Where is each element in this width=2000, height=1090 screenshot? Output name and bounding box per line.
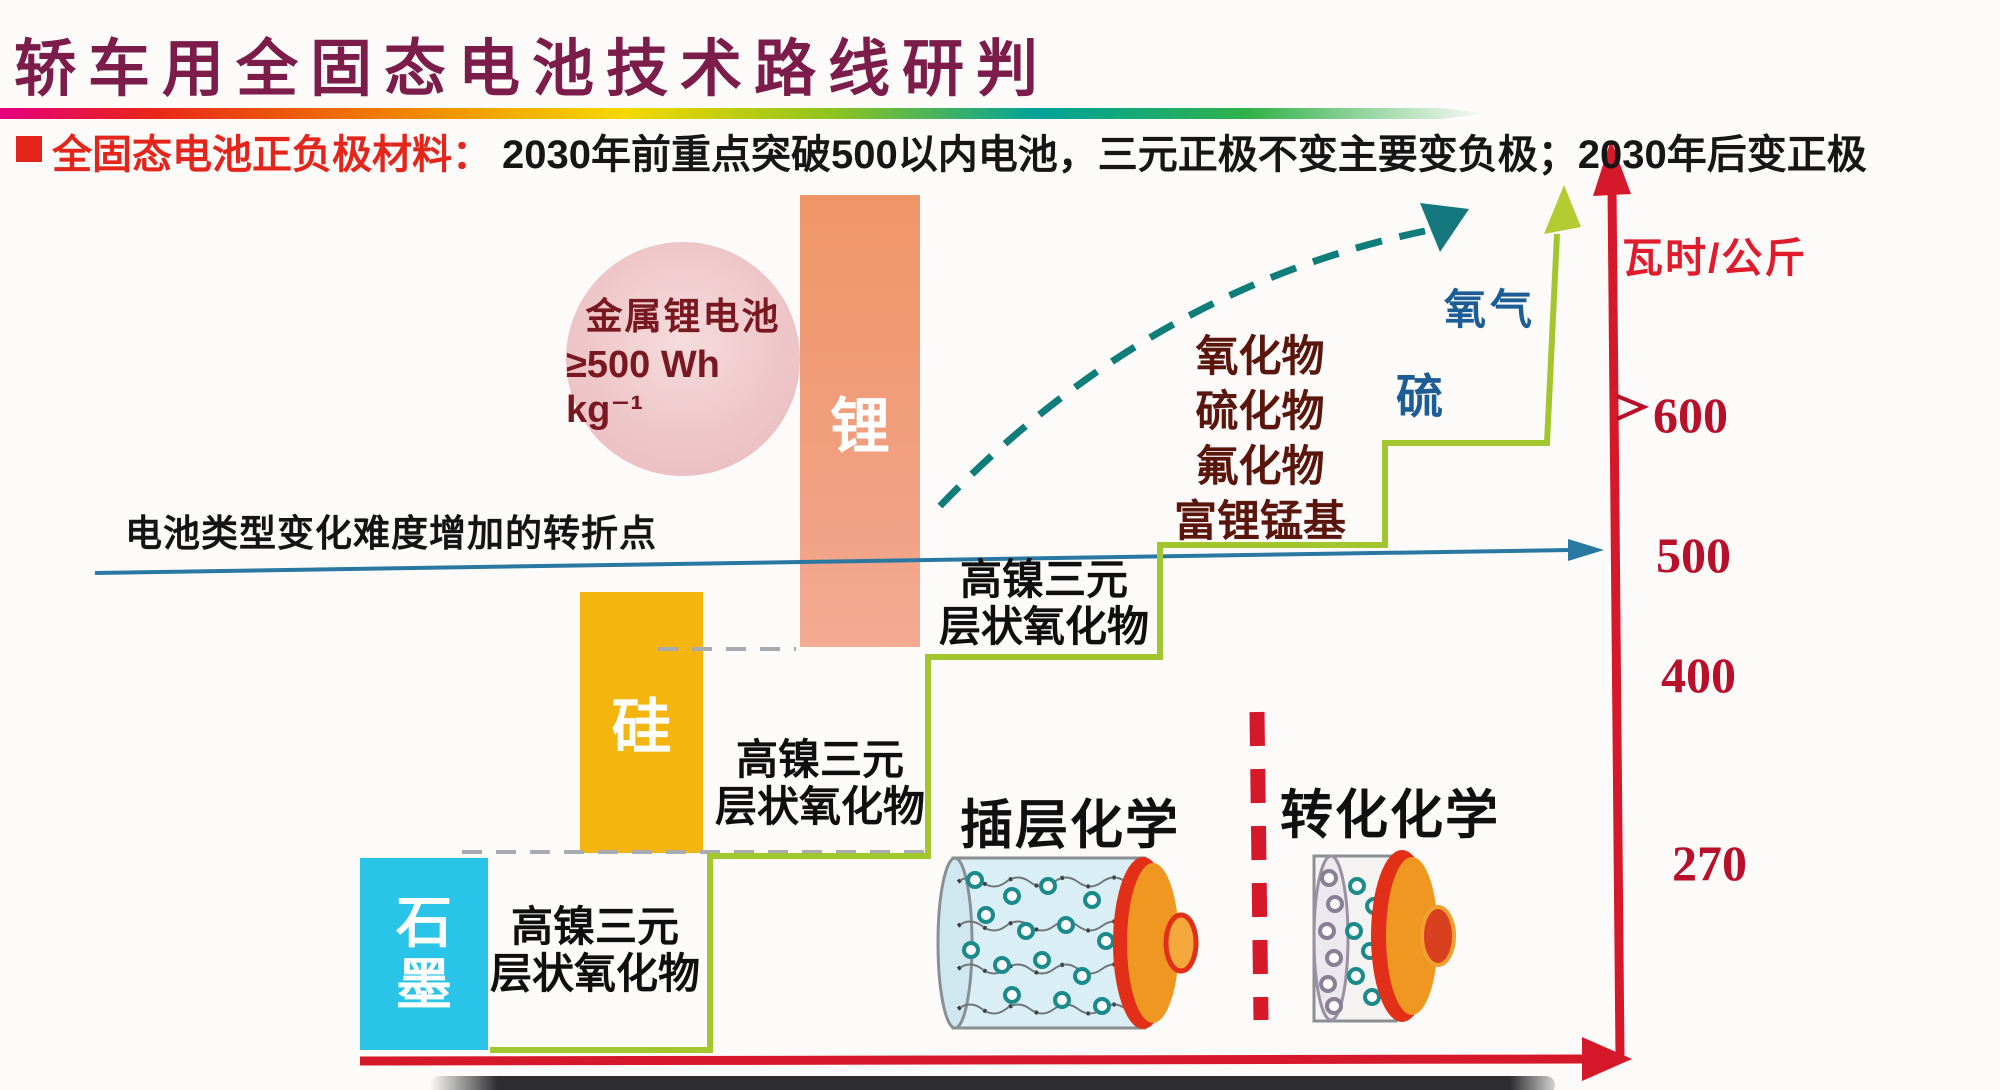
battery-cap <box>1386 857 1438 1015</box>
roadmap-staircase <box>490 185 1581 1053</box>
ion-dots <box>962 871 1115 1015</box>
list-item: 氧化物 <box>1195 333 1325 381</box>
oxygen-label: 氧气 <box>1444 286 1537 333</box>
cathode-box-high-nickel-1: 高镍三元 层状氧化物 <box>925 556 1163 650</box>
metal-lithium-name: 金属锂电池 <box>585 296 781 337</box>
list-item: 富锂锰基 <box>1174 498 1346 546</box>
conversion-battery-illustration <box>1312 850 1456 1023</box>
x-axis-line <box>359 1054 1585 1066</box>
conversion-chemistry-label: 转化化学 <box>1280 786 1500 845</box>
graphite-bar-label-bottom: 墨 <box>396 953 452 1016</box>
cathode-box-high-nickel-2: 高镍三元 层状氧化物 <box>710 736 930 830</box>
metal-lithium-energy: ≥500 Wh kg⁻¹ <box>566 344 720 431</box>
graphite-bar-label-top: 石 <box>396 891 452 954</box>
list-item: 硫化物 <box>1195 388 1325 436</box>
sulfur-label: 硫 <box>1396 370 1443 423</box>
staircase-arrow-icon <box>1544 185 1581 234</box>
intercalation-chemistry-label: 插层化学 <box>960 796 1180 855</box>
trend-curve-stroke <box>937 227 1426 509</box>
trend-arrow-icon <box>1420 203 1469 252</box>
y-axis-tick-400: 400 <box>1661 647 1736 703</box>
trend-curve <box>937 203 1469 509</box>
y-axis-tick-270: 270 <box>1672 835 1747 891</box>
lithium-bar: 锂 <box>800 195 920 647</box>
staircase-line <box>490 233 1560 1053</box>
y-axis-line <box>1607 187 1625 1059</box>
y-axis-unit-label: 瓦时/公斤 <box>1622 235 1808 281</box>
silicon-bar: 硅 <box>580 592 703 853</box>
cathode-box-line2: 层状氧化物 <box>489 950 700 997</box>
cathode-box-line2: 层状氧化物 <box>714 783 925 830</box>
tick-marker-icon <box>1616 394 1650 421</box>
bullet-square-icon <box>16 136 42 162</box>
layer-chain-dots <box>956 875 1128 1016</box>
cathode-box-line1: 高镍三元 <box>735 736 904 783</box>
metal-lithium-circle: 金属锂电池 ≥500 Wh kg⁻¹ <box>566 242 800 476</box>
battery-cap <box>1127 863 1179 1023</box>
turning-point-line-stroke <box>94 548 1571 575</box>
battery-terminal <box>1420 905 1456 967</box>
energy-axis <box>359 140 1650 1081</box>
subtitle-label: 全固态电池正负极材料： <box>52 133 492 177</box>
subtitle-text: 2030年前重点突破500以内电池，三元正极不变主要变负极；2030年后变正极 <box>502 133 1867 177</box>
conversion-dots <box>1318 869 1344 1015</box>
list-item: 氟化物 <box>1195 443 1325 491</box>
y-axis-tick-600: 600 <box>1653 387 1728 443</box>
turning-point-arrow-icon <box>1568 539 1604 561</box>
cathode-box-line1: 高镍三元 <box>959 556 1128 603</box>
right-axis-arrow-icon <box>1582 1037 1632 1081</box>
future-cathode-list: 氧化物 硫化物 氟化物 富锂锰基 <box>1150 330 1370 550</box>
up-axis-arrow-icon <box>1593 140 1631 196</box>
page-title: 轿车用全固态电池技术路线研判 <box>14 35 1051 104</box>
intercalation-battery-illustration <box>936 856 1199 1030</box>
battery-terminal <box>1163 912 1199 974</box>
chemistry-separator-dashed-line <box>1249 711 1269 1021</box>
turning-point-line <box>94 539 1604 575</box>
rainbow-divider <box>0 108 1486 119</box>
cathode-box-line1: 高镍三元 <box>510 903 679 950</box>
lithium-bar-label: 锂 <box>830 392 890 460</box>
graphite-bar: 石 墨 <box>360 858 488 1050</box>
bottom-shadow-bar <box>430 1076 1555 1090</box>
cathode-box-high-nickel-3: 高镍三元 层状氧化物 <box>486 903 704 997</box>
silicon-bar-label: 硅 <box>611 694 672 761</box>
cathode-box-line2: 层状氧化物 <box>938 603 1149 650</box>
y-axis-tick-500: 500 <box>1656 527 1731 583</box>
subtitle: 全固态电池正负极材料：2030年前重点突破500以内电池，三元正极不变主要变负极… <box>52 122 1867 180</box>
turning-point-label: 电池类型变化难度增加的转折点 <box>125 513 657 554</box>
